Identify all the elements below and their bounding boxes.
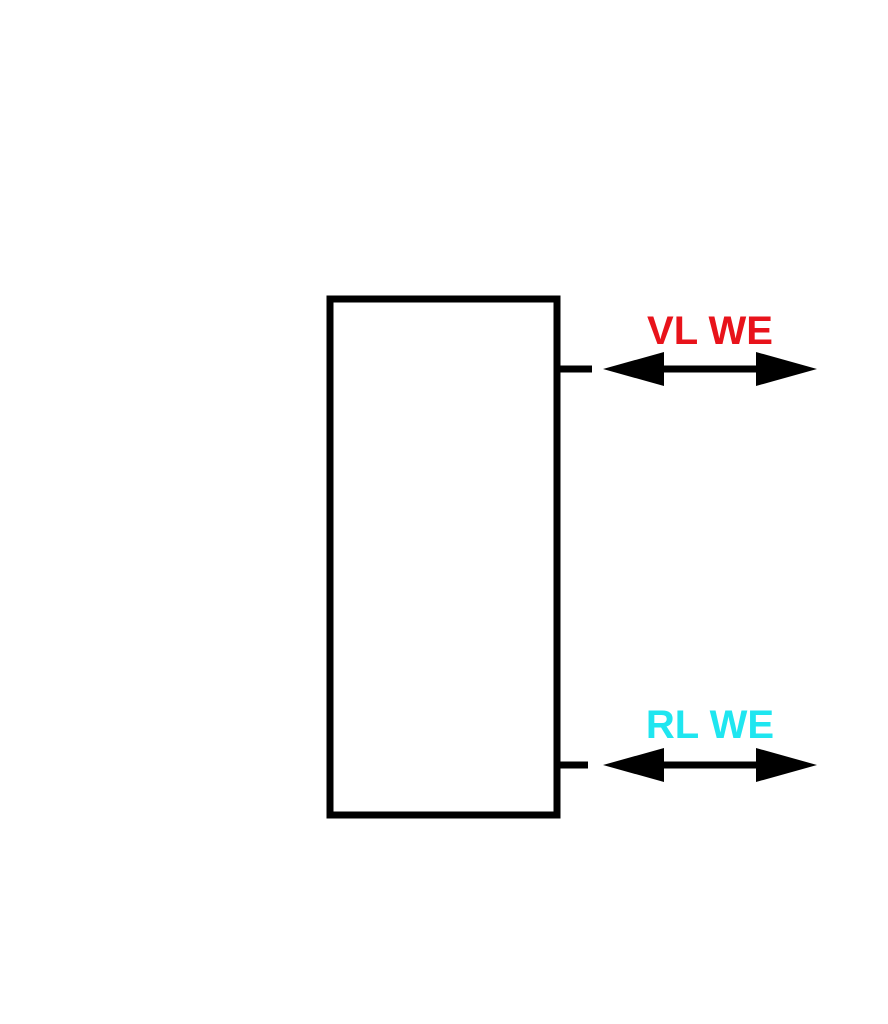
top-double-arrow xyxy=(603,352,817,386)
bottom-arrow-left-head xyxy=(603,748,664,782)
block-rectangle xyxy=(326,295,561,819)
top-arrow-right-head xyxy=(756,352,817,386)
bottom-double-arrow xyxy=(603,748,817,782)
top-arrow-left-head xyxy=(603,352,664,386)
bottom-arrow-right-head xyxy=(756,748,817,782)
top-label: VL WE xyxy=(647,309,773,353)
bottom-label: RL WE xyxy=(646,703,774,747)
